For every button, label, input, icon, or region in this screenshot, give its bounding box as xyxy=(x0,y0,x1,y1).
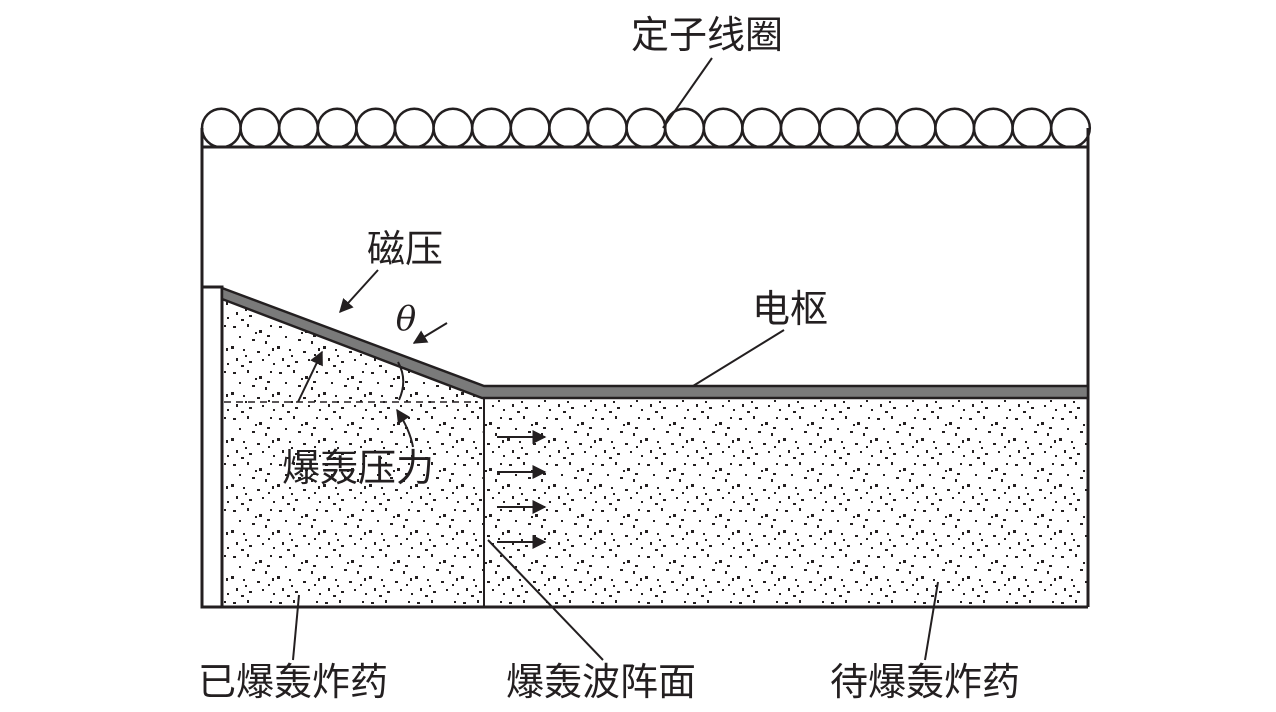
angle-pointer-arrow xyxy=(396,408,414,448)
coil-turn xyxy=(1049,107,1092,149)
stator-coil-row xyxy=(200,107,1092,149)
magnetic-pressure-label: 磁压 xyxy=(367,227,443,271)
armature xyxy=(220,286,1090,400)
coil-turn xyxy=(895,107,937,149)
coil-turn xyxy=(355,107,397,149)
armature-shell xyxy=(220,286,1090,400)
armature-leader xyxy=(692,329,785,387)
coil-turn xyxy=(470,107,513,149)
coil-turn xyxy=(548,107,590,149)
stator-coil-label: 定子线圈 xyxy=(631,13,783,57)
coil-turn xyxy=(277,107,320,149)
coil-turn xyxy=(702,107,744,149)
undetonated-explosive-region xyxy=(484,398,1088,607)
coil-turn xyxy=(856,107,899,149)
coil-turn xyxy=(934,107,976,149)
stator-coil-leader xyxy=(662,57,713,129)
undetonated-explosive-label: 待爆轰炸药 xyxy=(830,660,1020,704)
coil-turn xyxy=(1011,107,1053,149)
theta-pointer-arrow xyxy=(412,322,448,344)
undetonated-explosive-leader xyxy=(924,581,939,661)
coil-turn xyxy=(663,107,706,149)
detonated-explosive-region xyxy=(224,299,484,607)
coil-turn xyxy=(741,107,783,149)
coil-turn xyxy=(393,107,435,149)
detonation-pressure-arrow xyxy=(297,350,323,403)
detonation-pressure-label: 爆轰压力 xyxy=(282,446,434,490)
coil-turn xyxy=(200,107,242,149)
magnetic-pressure-arrow xyxy=(339,269,379,314)
coil-turn xyxy=(972,107,1014,149)
theta-angle-arc xyxy=(397,361,405,401)
coil-turn xyxy=(818,107,860,149)
coil-turn xyxy=(509,107,551,149)
coil-turn xyxy=(779,107,821,149)
detonation-front-label: 爆轰波阵面 xyxy=(506,660,696,704)
coil-turn xyxy=(625,107,667,149)
coil-turn xyxy=(586,107,628,149)
coil-turn xyxy=(316,107,358,149)
detonated-explosive-leader xyxy=(292,594,300,661)
detonated-explosive-label: 已爆轰炸药 xyxy=(198,660,388,704)
theta-symbol: θ xyxy=(396,299,416,339)
detonation-front-leader xyxy=(487,539,604,661)
coil-turn xyxy=(239,107,281,149)
coil-turn xyxy=(432,107,474,149)
end-plate xyxy=(200,285,224,609)
armature-label: 电枢 xyxy=(752,287,828,331)
